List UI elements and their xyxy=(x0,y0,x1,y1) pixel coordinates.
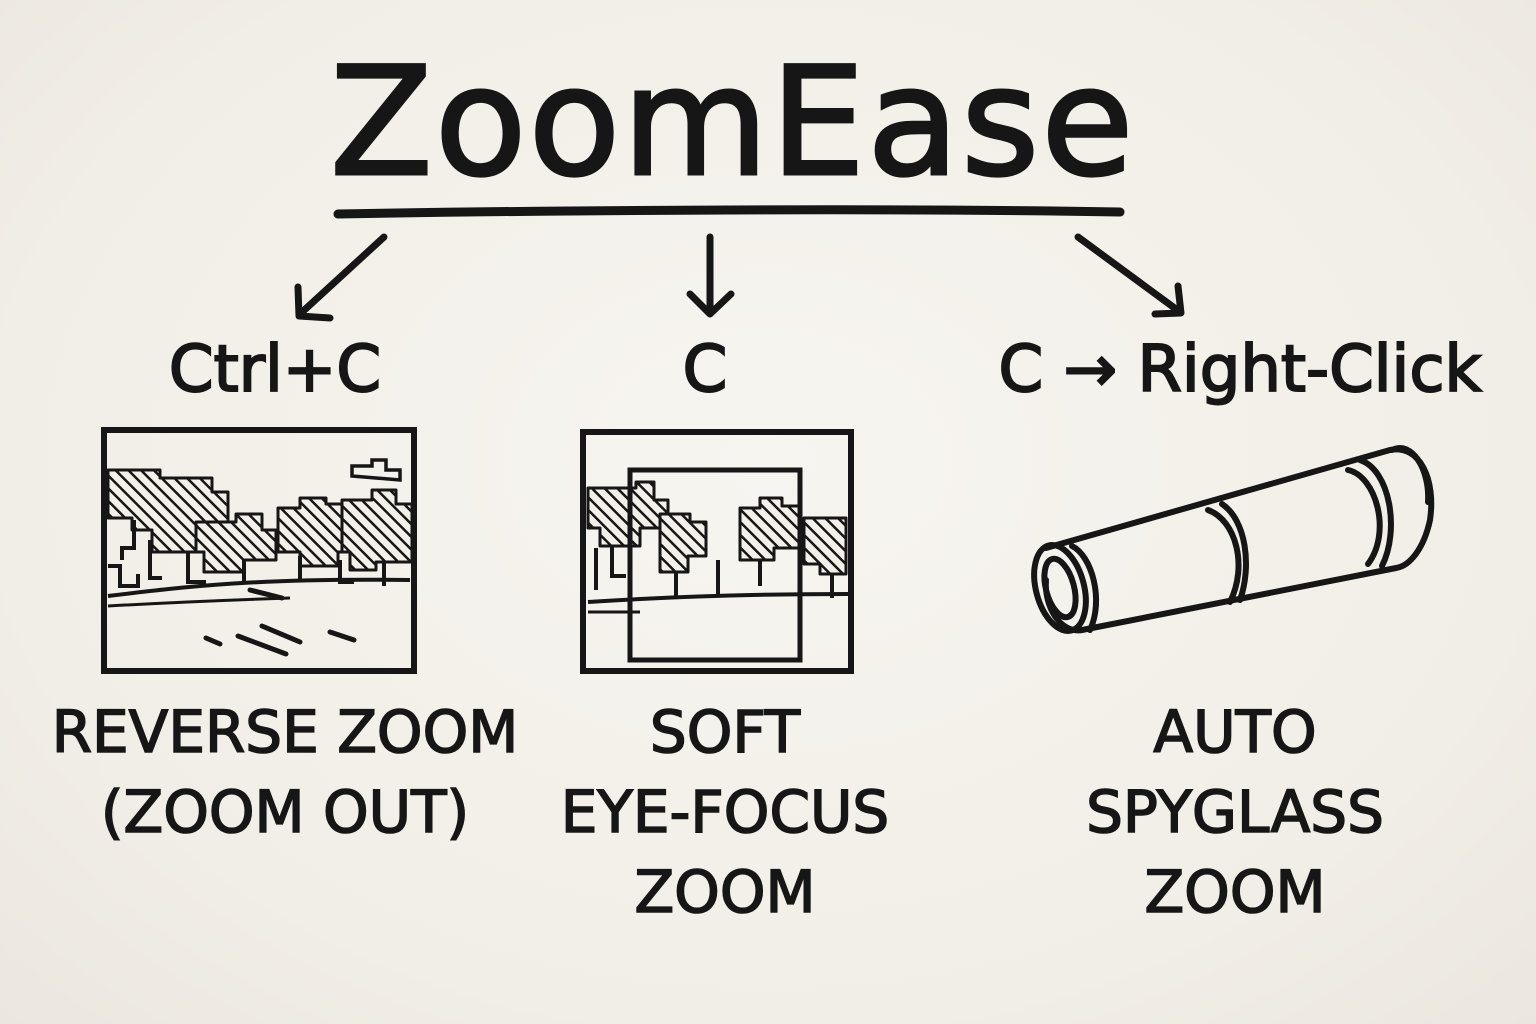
label-line: AUTO xyxy=(1153,697,1318,767)
label-line: SPYGLASS xyxy=(1085,777,1384,847)
label-soft-eye-focus-zoom: SOFT EYE-FOCUS ZOOM xyxy=(520,692,930,932)
shortcut-ctrl-c: Ctrl+C xyxy=(168,332,382,408)
page-title: ZoomEase xyxy=(329,36,1136,210)
label-line: SOFT xyxy=(649,697,801,767)
shortcut-c: C xyxy=(682,332,729,408)
label-line: EYE-FOCUS xyxy=(560,777,890,847)
label-auto-spyglass-zoom: AUTO SPYGLASS ZOOM xyxy=(1010,692,1460,932)
label-line: ZOOM xyxy=(1144,857,1327,927)
label-reverse-zoom: REVERSE ZOOM (ZOOM OUT) xyxy=(35,692,535,852)
label-line: (ZOOM OUT) xyxy=(100,777,470,847)
label-line: ZOOM xyxy=(634,857,817,927)
shortcut-c-right-click: C → Right-Click xyxy=(997,332,1482,408)
label-line: REVERSE ZOOM xyxy=(51,697,519,767)
